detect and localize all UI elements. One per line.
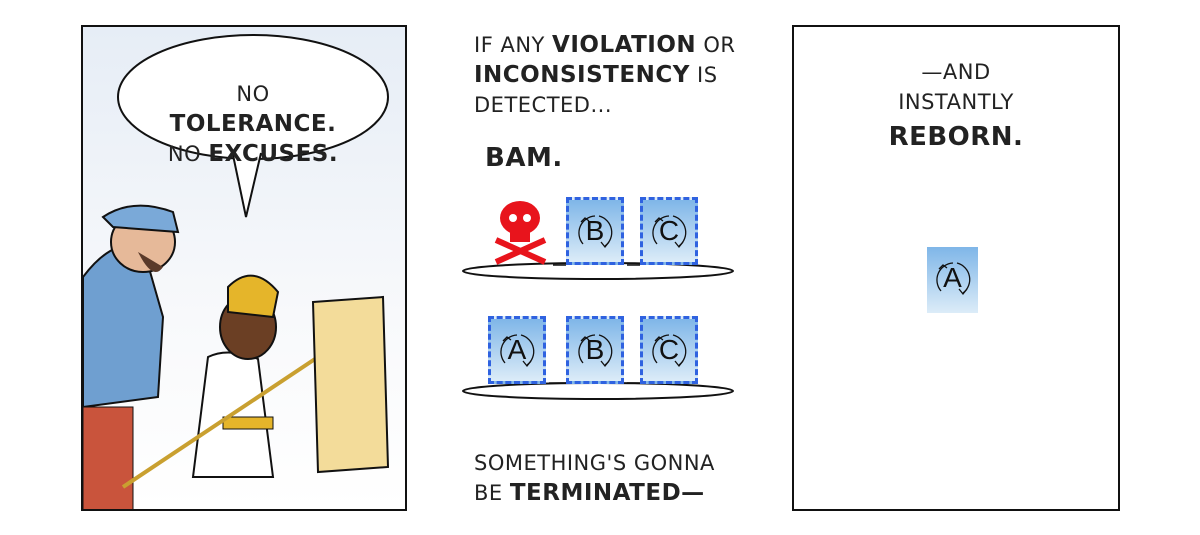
- cycle-arrows-icon: [578, 215, 613, 249]
- pod-label: B: [585, 334, 605, 365]
- caption-text: OR: [696, 33, 736, 57]
- pod-c: C: [640, 197, 698, 265]
- speech-bubble: NO TOLERANCE. NO EXCUSES.: [153, 79, 353, 169]
- pod-label: C: [658, 334, 680, 365]
- skull-crossbones-icon: [494, 201, 547, 265]
- caption-text: SOMETHING'S GONNA: [474, 451, 715, 475]
- pod-b: B: [566, 316, 624, 384]
- pod-label: B: [585, 215, 605, 246]
- caption-text: BE: [474, 481, 510, 505]
- caption-reborn: —AND INSTANTLY REBORN.: [794, 57, 1118, 157]
- caption-text: INSTANTLY: [898, 90, 1014, 114]
- panel-1-illustration: [83, 34, 390, 509]
- bubble-bold: TOLERANCE.: [169, 111, 337, 137]
- caption-violation: IF ANY VIOLATION OR INCONSISTENCY IS DET…: [474, 30, 735, 120]
- caption-text: DETECTED...: [474, 93, 612, 117]
- pod-a-reborn: A: [927, 247, 978, 313]
- panel-1: NO TOLERANCE. NO EXCUSES.: [81, 25, 407, 511]
- caption-bold: TERMINATED—: [509, 480, 705, 506]
- caption-bold: VIOLATION: [552, 32, 697, 58]
- pod-c: C: [640, 316, 698, 384]
- caption-text: IF ANY: [474, 33, 553, 57]
- caption-terminated: SOMETHING'S GONNA BE TERMINATED—: [474, 448, 715, 508]
- caption-bold: INCONSISTENCY: [474, 62, 690, 88]
- bubble-text: NO: [236, 82, 270, 106]
- cycle-arrows-icon: [578, 334, 613, 368]
- pod-b: B: [566, 197, 624, 265]
- cycle-arrows-icon: [500, 334, 535, 368]
- pod-label: C: [658, 215, 680, 246]
- cycle-arrows-icon: [936, 262, 971, 296]
- pod-a: A: [488, 316, 546, 384]
- caption-bold: REBORN.: [888, 122, 1024, 152]
- caption-text: IS: [689, 63, 718, 87]
- pod-label: A: [507, 334, 527, 365]
- bubble-bold: EXCUSES.: [208, 141, 339, 167]
- pod-label: A: [943, 262, 962, 293]
- bam-text: BAM.: [485, 143, 563, 173]
- caption-text: —AND: [921, 60, 991, 84]
- bubble-text: NO: [167, 142, 209, 166]
- cycle-arrows-icon: [652, 215, 687, 249]
- cycle-arrows-icon: [652, 334, 687, 368]
